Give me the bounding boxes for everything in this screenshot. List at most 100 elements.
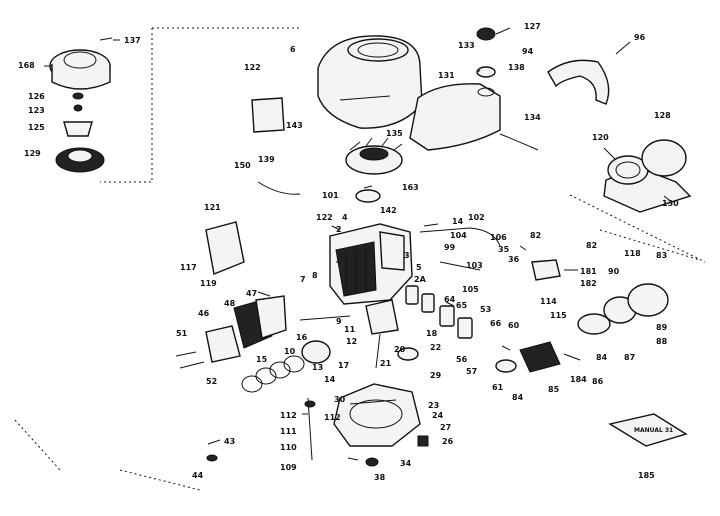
carburetor-gaskets bbox=[405, 285, 473, 339]
callout-121: 121 bbox=[204, 203, 221, 212]
callout-115: 115 bbox=[550, 311, 567, 320]
drain-plug bbox=[417, 435, 429, 447]
carburetor bbox=[495, 283, 669, 373]
callout-106: 106 bbox=[490, 233, 507, 242]
callout-102: 102 bbox=[468, 213, 485, 222]
callout-8: 8 bbox=[312, 271, 318, 280]
callout-10: 10 bbox=[284, 347, 296, 356]
grouping-line-bottom bbox=[14, 419, 201, 491]
air-cleaner-assembly bbox=[603, 139, 692, 213]
callout-18: 18 bbox=[426, 329, 438, 338]
callout-4: 4 bbox=[342, 213, 348, 222]
callout-127: 127 bbox=[524, 22, 541, 31]
callout-27: 27 bbox=[440, 423, 451, 432]
callout-61: 61 bbox=[492, 383, 504, 392]
callout-7: 7 bbox=[300, 275, 306, 284]
callout-99: 99 bbox=[444, 243, 456, 252]
governor-linkage bbox=[419, 227, 501, 271]
spark-wire bbox=[257, 181, 301, 195]
callout-129: 129 bbox=[24, 149, 41, 158]
gasket-plate bbox=[251, 97, 285, 133]
callout-119: 119 bbox=[200, 279, 217, 288]
callout-112b: 112 bbox=[324, 413, 341, 422]
callout-142: 142 bbox=[380, 206, 397, 215]
callout-135: 135 bbox=[386, 129, 403, 138]
callout-48: 48 bbox=[224, 299, 236, 308]
callout-38: 38 bbox=[374, 473, 386, 482]
callout-66: 66 bbox=[490, 319, 502, 328]
callout-9: 9 bbox=[336, 317, 342, 326]
callout-53: 53 bbox=[480, 305, 491, 314]
callout-83: 83 bbox=[656, 251, 667, 260]
sump-cover bbox=[333, 383, 421, 467]
callout-82b: 82 bbox=[586, 241, 597, 250]
engine-side-cover bbox=[205, 221, 245, 275]
owners-manual: MANUAL 31 bbox=[608, 413, 688, 447]
callout-26: 26 bbox=[442, 437, 454, 446]
oil-fill-tube bbox=[307, 397, 313, 461]
callout-17: 17 bbox=[338, 361, 349, 370]
callout-150: 150 bbox=[234, 161, 251, 170]
callout-85: 85 bbox=[548, 385, 560, 394]
callout-103: 103 bbox=[466, 261, 483, 270]
callout-101: 101 bbox=[322, 191, 339, 200]
callout-96: 96 bbox=[634, 33, 646, 42]
callout-3: 3 bbox=[404, 251, 410, 260]
screw-43 bbox=[207, 439, 221, 445]
callout-2a: 2A bbox=[414, 275, 427, 284]
callout-5: 5 bbox=[416, 263, 422, 272]
callout-131: 131 bbox=[438, 71, 455, 80]
throttle-bracket bbox=[531, 259, 561, 281]
leader-lines bbox=[44, 27, 673, 461]
callout-130: 130 bbox=[662, 199, 679, 208]
callout-12: 12 bbox=[346, 337, 357, 346]
callout-43: 43 bbox=[224, 437, 235, 446]
callout-82a: 82 bbox=[530, 231, 541, 240]
callout-122a: 122 bbox=[244, 63, 261, 72]
callout-110: 110 bbox=[280, 443, 297, 452]
callout-35: 35 bbox=[498, 245, 510, 254]
manual-label: MANUAL 31 bbox=[634, 427, 673, 434]
callout-94a: 94 bbox=[522, 47, 534, 56]
callout-123: 123 bbox=[28, 106, 45, 115]
callout-111: 111 bbox=[280, 427, 297, 436]
callout-44: 44 bbox=[192, 471, 204, 480]
callout-125: 125 bbox=[28, 123, 45, 132]
callout-29: 29 bbox=[430, 371, 442, 380]
callout-105: 105 bbox=[462, 285, 479, 294]
callout-90: 90 bbox=[608, 267, 620, 276]
callout-89: 89 bbox=[656, 323, 668, 332]
recoil-starter-assembly bbox=[49, 37, 113, 173]
callout-137: 137 bbox=[124, 36, 141, 45]
callout-65: 65 bbox=[456, 301, 468, 310]
callout-88: 88 bbox=[656, 337, 668, 346]
callout-182: 182 bbox=[580, 279, 597, 288]
callout-126: 126 bbox=[28, 92, 45, 101]
callout-14b: 14 bbox=[324, 375, 336, 384]
callout-15: 15 bbox=[256, 355, 268, 364]
callout-47: 47 bbox=[246, 289, 257, 298]
callout-64: 64 bbox=[444, 295, 456, 304]
callout-163: 163 bbox=[402, 183, 419, 192]
callout-23: 23 bbox=[428, 401, 439, 410]
callout-6: 6 bbox=[290, 45, 296, 54]
grouping-line-top-left bbox=[100, 27, 300, 183]
muffler-guard bbox=[205, 295, 287, 363]
callout-128: 128 bbox=[654, 111, 671, 120]
grouping-line-right bbox=[569, 194, 706, 263]
callout-143: 143 bbox=[286, 121, 303, 130]
callout-20: 20 bbox=[394, 345, 406, 354]
callout-57: 57 bbox=[466, 367, 477, 376]
callout-139: 139 bbox=[258, 155, 275, 164]
callout-14: 14 bbox=[452, 217, 464, 226]
callout-114: 114 bbox=[540, 297, 557, 306]
blower-housing bbox=[317, 35, 423, 129]
callout-51: 51 bbox=[176, 329, 188, 338]
callout-16: 16 bbox=[296, 333, 308, 342]
crankshaft bbox=[299, 299, 419, 369]
callout-118: 118 bbox=[624, 249, 641, 258]
callout-134: 134 bbox=[524, 113, 541, 122]
callout-109: 109 bbox=[280, 463, 297, 472]
callout-181: 181 bbox=[580, 267, 597, 276]
